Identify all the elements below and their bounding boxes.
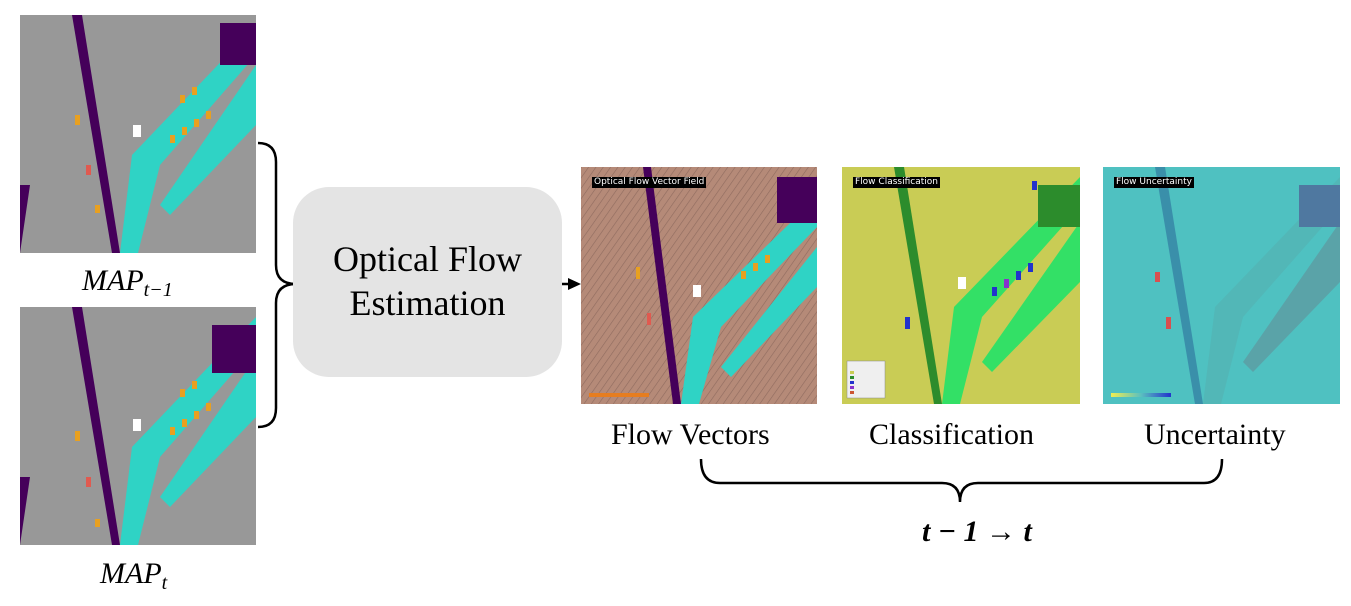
process-line-1: Optical Flow	[333, 239, 522, 280]
map-prev-graphic	[20, 15, 256, 253]
output-classification: Flow Classification	[842, 167, 1080, 404]
uncertainty-graphic	[1103, 167, 1340, 404]
label-prev-base: MAP	[82, 264, 144, 297]
classification-overlay-title: Flow Classification	[853, 177, 940, 188]
optical-flow-estimation-box: Optical Flow Estimation	[293, 187, 562, 377]
time-transition-label: t − 1 → t	[922, 515, 1032, 548]
input-label-curr: MAPt	[100, 557, 168, 594]
left-brace	[257, 141, 297, 429]
process-line-2: Estimation	[349, 283, 506, 323]
label-curr-base: MAP	[100, 557, 162, 590]
flow-arrow-head	[568, 278, 581, 290]
classification-graphic	[842, 167, 1080, 404]
map-curr-graphic	[20, 307, 256, 545]
label-prev-sub: t−1	[143, 279, 173, 301]
input-map-prev	[20, 15, 256, 253]
flow-vectors-graphic	[581, 167, 817, 404]
input-map-curr	[20, 307, 256, 545]
output-uncertainty: Flow Uncertainty	[1103, 167, 1340, 404]
caption-uncertainty: Uncertainty	[1144, 418, 1286, 451]
bottom-brace	[699, 458, 1224, 503]
label-curr-sub: t	[161, 572, 168, 594]
caption-flow-vectors: Flow Vectors	[611, 418, 770, 451]
output-flow-vectors: Optical Flow Vector Field	[581, 167, 817, 404]
uncertainty-overlay-title: Flow Uncertainty	[1114, 177, 1194, 188]
caption-classification: Classification	[869, 418, 1034, 451]
input-label-prev: MAPt−1	[82, 264, 173, 301]
flow-vectors-overlay-title: Optical Flow Vector Field	[592, 177, 707, 188]
